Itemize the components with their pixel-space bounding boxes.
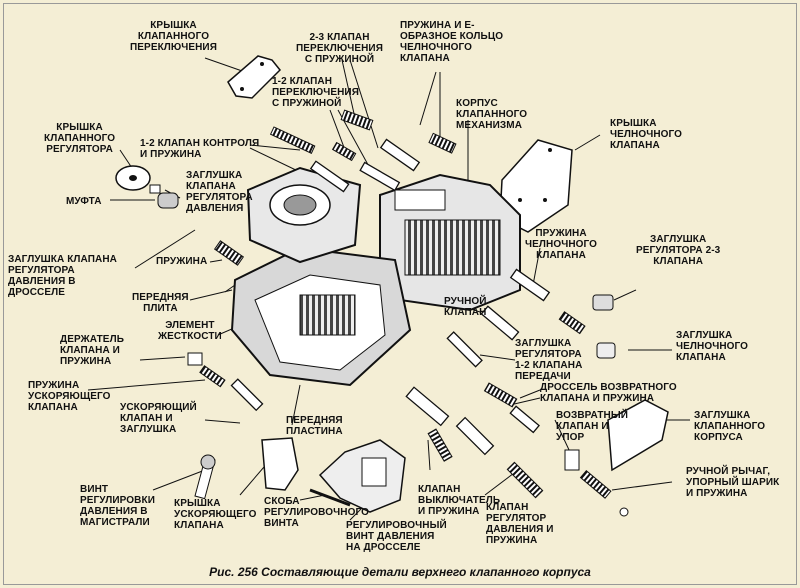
label-front-plate2: ПЕРЕДНЯЯ ПЛАСТИНА — [286, 415, 343, 437]
label-valve-23: 2-3 КЛАПАН ПЕРЕКЛЮЧЕНИЯ С ПРУЖИНОЙ — [296, 32, 383, 65]
label-spring-shuttle: ПРУЖИНА ЧЕЛНОЧНОГО КЛАПАНА — [525, 228, 598, 261]
label-screw-main: ВИНТ РЕГУЛИРОВКИ ДАВЛЕНИЯ В МАГИСТРАЛИ — [80, 484, 155, 528]
label-return-throttle: ДРОССЕЛЬ ВОЗВРАТНОГО КЛАПАНА И ПРУЖИНА — [540, 382, 677, 404]
figure-caption: Рис. 256 Составляющие детали верхнего кл… — [209, 565, 591, 579]
label-front-plate: ПЕРЕДНЯЯ ПЛИТА — [132, 292, 189, 314]
label-cover-accel: КРЫШКА УСКОРЯЮЩЕГО КЛАПАНА — [174, 498, 257, 531]
label-stiffener: ЭЛЕМЕНТ ЖЕСТКОСТИ — [158, 320, 222, 342]
label-cover-regulator: КРЫШКА КЛАПАННОГО РЕГУЛЯТОРА — [44, 122, 116, 155]
label-valve-kickdown: КЛАПАН ВЫКЛЮЧАТЕЛЬ И ПРУЖИНА — [418, 484, 501, 517]
label-plug-housing: ЗАГЛУШКА КЛАПАННОГО КОРПУСА — [694, 410, 766, 443]
label-valve-body-housing: КОРПУС КЛАПАННОГО МЕХАНИЗМА — [456, 98, 528, 131]
label-valve-12-switch: 1-2 КЛАПАН ПЕРЕКЛЮЧЕНИЯ С ПРУЖИНОЙ — [272, 76, 359, 109]
label-valve-pressure-reg: КЛАПАН РЕГУЛЯТОР ДАВЛЕНИЯ И ПРУЖИНА — [486, 502, 554, 546]
label-plug-shuttle: ЗАГЛУШКА ЧЕЛНОЧНОГО КЛАПАНА — [676, 330, 749, 363]
label-spring: ПРУЖИНА — [156, 256, 208, 267]
diagram-frame — [3, 3, 797, 585]
label-valve-holder: ДЕРЖАТЕЛЬ КЛАПАНА И ПРУЖИНА — [60, 334, 124, 367]
label-spring-e-ring: ПРУЖИНА И Е- ОБРАЗНОЕ КОЛЬЦО ЧЕЛНОЧНОГО … — [400, 20, 504, 64]
label-manual-lever: РУЧНОЙ РЫЧАГ, УПОРНЫЙ ШАРИК И ПРУЖИНА — [686, 466, 780, 499]
label-cover-shuttle: КРЫШКА ЧЕЛНОЧНОГО КЛАПАНА — [610, 118, 683, 151]
label-manual-valve: РУЧНОЙ КЛАПАН — [444, 296, 487, 318]
label-plug-reg-23: ЗАГЛУШКА РЕГУЛЯТОРА 2-3 КЛАПАНА — [636, 234, 721, 267]
label-plug-throttle-reg: ЗАГЛУШКА КЛАПАНА РЕГУЛЯТОРА ДАВЛЕНИЯ В Д… — [8, 254, 117, 298]
label-screw-throttle: РЕГУЛИРОВОЧНЫЙ ВИНТ ДАВЛЕНИЯ НА ДРОССЕЛЕ — [346, 520, 447, 553]
label-valve-12-control: 1-2 КЛАПАН КОНТРОЛЯ И ПРУЖИНА — [140, 138, 260, 160]
label-accel-spring: ПРУЖИНА УСКОРЯЮЩЕГО КЛАПАНА — [28, 380, 111, 413]
label-coupling: МУФТА — [66, 196, 102, 207]
label-cover-switch: КРЫШКА КЛАПАННОГО ПЕРЕКЛЮЧЕНИЯ — [130, 20, 217, 53]
label-accel-valve: УСКОРЯЮЩИЙ КЛАПАН И ЗАГЛУШКА — [120, 402, 197, 435]
label-return-valve: ВОЗВРАТНЫЙ КЛАПАН И УПОР — [556, 410, 629, 443]
label-plug-reg-12: ЗАГЛУШКА РЕГУЛЯТОРА 1-2 КЛАПАНА ПЕРЕДАЧИ — [515, 338, 583, 382]
label-plug-pressure-reg: ЗАГЛУШКА КЛАПАНА РЕГУЛЯТОРА ДАВЛЕНИЯ — [186, 170, 253, 214]
label-bracket-screw: СКОБА РЕГУЛИРОВОЧНОГО ВИНТА — [264, 496, 369, 529]
